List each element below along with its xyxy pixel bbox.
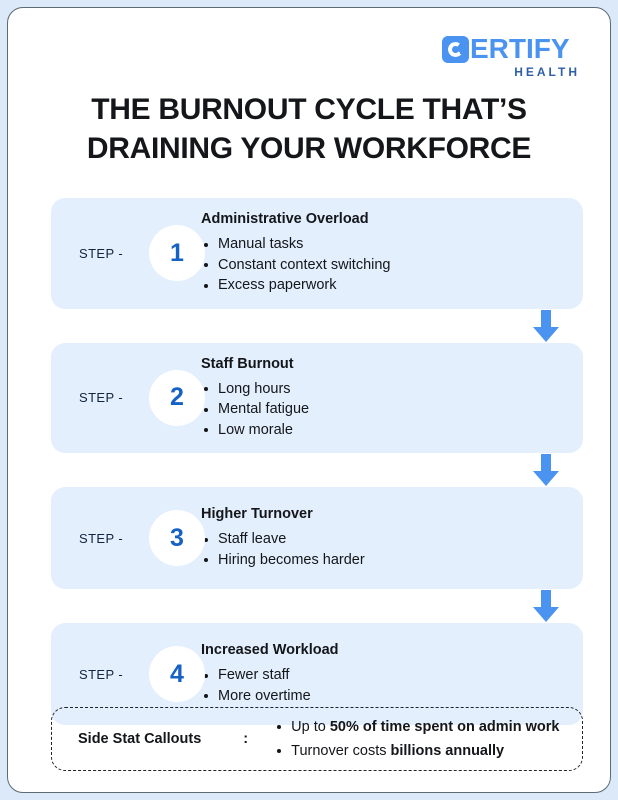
step-body: Administrative Overload Manual tasks Con… (201, 211, 583, 296)
step-heading: Higher Turnover (201, 506, 313, 522)
list-item: Constant context switching (201, 255, 565, 276)
list-item: Excess paperwork (201, 275, 565, 296)
callout-strong-text: 50% of time spent on admin work (329, 719, 560, 735)
step-number: 3 (170, 523, 184, 552)
brand-name: ERTIFY (470, 33, 570, 64)
callout-lead-text: Up to (291, 719, 330, 735)
list-item: Manual tasks (201, 234, 565, 255)
step-number-circle: 3 (149, 510, 205, 566)
step-label: STEP - (79, 245, 124, 261)
step-heading: Administrative Overload (201, 211, 369, 227)
list-item: Mental fatigue (201, 399, 565, 420)
step-card: STEP - 3 Higher Turnover Staff leave Hir… (51, 487, 583, 622)
step-number: 2 (170, 383, 184, 412)
list-item: Staff leave (201, 529, 565, 550)
callout-label: Side Stat Callouts (78, 731, 202, 747)
step-card: STEP - 4 Increased Workload Fewer staff … (51, 623, 583, 725)
brand-logo: ERTIFY HEALTH (442, 34, 582, 80)
down-arrow-icon (529, 453, 563, 487)
list-item: Turnover costs billions annually (274, 739, 559, 763)
infographic-page: ERTIFY HEALTH THE BURNOUT CYCLE THAT’S D… (7, 7, 611, 793)
callout-lead-text: Turnover costs (291, 743, 391, 759)
step-number-circle: 2 (149, 369, 205, 426)
brand-logo-row: ERTIFY (442, 34, 582, 64)
step-bullets: Staff leave Hiring becomes harder (201, 529, 565, 570)
step-card: STEP - 2 Staff Burnout Long hours Mental… (51, 342, 583, 486)
step-badge: STEP - 1 (51, 215, 205, 291)
step-heading: Staff Burnout (201, 355, 294, 372)
step-body: Higher Turnover Staff leave Hiring becom… (201, 506, 583, 570)
list-item: Up to 50% of time spent on admin work (274, 715, 559, 739)
step-bullets: Manual tasks Constant context switching … (201, 234, 565, 296)
step-label: STEP - (79, 390, 124, 406)
step-body: Staff Burnout Long hours Mental fatigue … (201, 356, 583, 441)
down-arrow-icon (529, 589, 563, 623)
page-title: THE BURNOUT CYCLE THAT’S DRAINING YOUR W… (86, 93, 532, 165)
step-heading: Increased Workload (201, 642, 339, 658)
step-number: 4 (170, 659, 184, 688)
list-item: Hiring becomes harder (201, 550, 565, 571)
step-label: STEP - (79, 666, 124, 682)
list-item: Low morale (201, 420, 565, 441)
list-item: Fewer staff (201, 665, 565, 686)
list-item: More overtime (201, 686, 565, 707)
step-card: STEP - 1 Administrative Overload Manual … (51, 198, 583, 342)
callout-items: Up to 50% of time spent on admin work Tu… (274, 715, 559, 763)
step-badge: STEP - 4 (51, 636, 205, 712)
step-number-circle: 1 (149, 225, 205, 282)
callout-separator: : (243, 731, 249, 747)
step-bullets: Fewer staff More overtime (201, 665, 565, 706)
certify-c-logo-icon (442, 35, 469, 63)
step-badge: STEP - 3 (51, 500, 205, 576)
step-body: Increased Workload Fewer staff More over… (201, 642, 583, 706)
down-arrow-icon (529, 309, 563, 343)
step-number: 1 (170, 238, 184, 267)
side-stat-callout-box: Side Stat Callouts : Up to 50% of time s… (51, 707, 583, 771)
brand-tagline: HEALTH (514, 65, 580, 79)
step-bullets: Long hours Mental fatigue Low morale (201, 379, 565, 441)
list-item: Long hours (201, 379, 565, 400)
step-badge: STEP - 2 (51, 360, 205, 436)
callout-strong-text: billions annually (390, 743, 505, 759)
steps-list: STEP - 1 Administrative Overload Manual … (51, 198, 583, 725)
step-number-circle: 4 (149, 646, 205, 702)
step-label: STEP - (79, 530, 124, 546)
